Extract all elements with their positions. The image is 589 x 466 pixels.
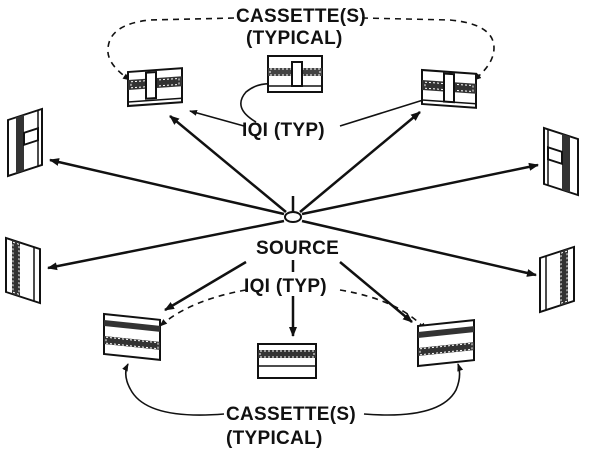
top-iqi-leaders bbox=[189, 80, 437, 127]
bottom-leader-right bbox=[363, 363, 464, 416]
iqi-leader-right bbox=[339, 95, 437, 127]
iqi-leader-center bbox=[240, 80, 276, 123]
cassette-upper-right bbox=[421, 68, 477, 109]
beam-far-left bbox=[47, 219, 285, 271]
iqi-dashed-leader-left bbox=[159, 289, 247, 327]
iqi-top-label: IQI (TYP) bbox=[242, 120, 325, 141]
top-cassette-leaders bbox=[107, 17, 495, 81]
beam-lower-left bbox=[164, 260, 247, 312]
radiation-beams bbox=[47, 111, 539, 337]
cassettes-bottom-label-line1: CASSETTE(S) bbox=[226, 404, 356, 425]
iqi-dashed-leader-right bbox=[339, 289, 427, 331]
cassette-upper-left bbox=[127, 67, 183, 108]
top-dashed-leader-right bbox=[361, 17, 495, 81]
iqi-leader-left bbox=[189, 109, 245, 127]
bottom-iqi-leaders bbox=[159, 289, 427, 331]
bottom-leader-left bbox=[122, 363, 225, 416]
cassette-far-left bbox=[5, 236, 41, 305]
cassette-bottom-center bbox=[257, 343, 317, 379]
beam-upper-left bbox=[169, 115, 287, 213]
cassette-right bbox=[543, 126, 579, 197]
bottom-cassette-leaders bbox=[122, 363, 464, 416]
iqi-bottom-label: IQI (TYP) bbox=[244, 276, 327, 297]
beam-upper-right bbox=[299, 111, 421, 213]
source-label: SOURCE bbox=[256, 238, 340, 259]
cassettes-top-label-line2: (TYPICAL) bbox=[246, 28, 343, 49]
beam-lower-right bbox=[339, 261, 413, 323]
cassette-left bbox=[7, 107, 43, 178]
beam-far-right bbox=[301, 219, 537, 277]
cassettes-bottom-label-line2: (TYPICAL) bbox=[226, 428, 323, 449]
cassette-top-center bbox=[267, 55, 323, 93]
radiation-source bbox=[284, 211, 302, 223]
cassette-lower-right bbox=[417, 319, 475, 368]
cassette-lower-left bbox=[103, 312, 161, 361]
cassette-far-right bbox=[539, 245, 575, 314]
beam-left bbox=[49, 158, 285, 216]
cassettes-top-label-line1: CASSETTE(S) bbox=[236, 6, 366, 27]
beam-right bbox=[301, 162, 539, 216]
